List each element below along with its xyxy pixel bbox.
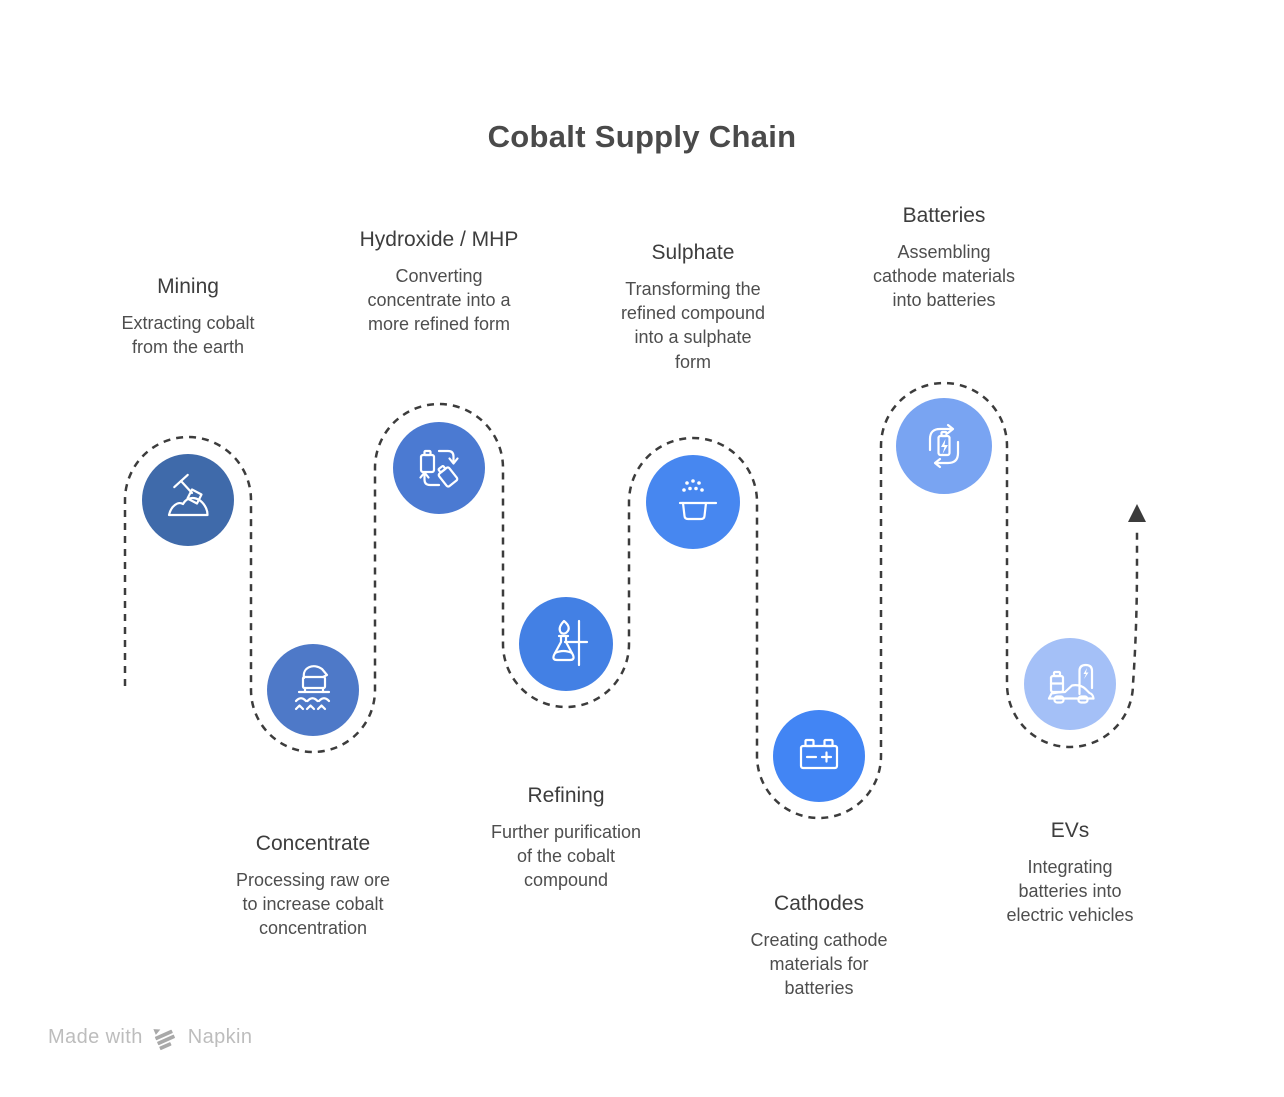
node-description: Processing raw ore to increase cobalt co… — [235, 870, 391, 939]
node-title: Hydroxide / MHP — [359, 228, 519, 251]
battery-conversion-icon — [419, 449, 459, 488]
node-title: EVs — [1050, 819, 1090, 842]
node-description: Further purification of the cobalt compo… — [490, 822, 642, 891]
node-title: Cathodes — [774, 892, 864, 915]
napkin-brand-label: Napkin — [187, 1026, 253, 1048]
node-circle — [267, 644, 359, 736]
node-evs — [1024, 638, 1116, 730]
node-mining — [142, 454, 234, 546]
label-sulphate: Sulphate Transforming the refined compou… — [583, 240, 803, 374]
diagram-title: Cobalt Supply Chain — [487, 118, 797, 154]
made-with-label: Made with — [48, 1026, 143, 1048]
node-description: Extracting cobalt from the earth — [121, 313, 255, 358]
node-cathodes — [773, 710, 865, 802]
node-description: Transforming the refined compound into a… — [620, 279, 766, 372]
powder-pan-icon — [678, 479, 718, 521]
node-batteries — [896, 398, 992, 494]
node-description: Creating cathode materials for batteries — [750, 930, 888, 999]
flow-arrowhead-icon — [1128, 504, 1146, 522]
flow-path — [123, 381, 1139, 820]
node-circle — [1024, 638, 1116, 730]
label-hydroxide: Hydroxide / MHP Converting concentrate i… — [329, 227, 549, 337]
label-concentrate: Concentrate Processing raw ore to increa… — [203, 831, 423, 941]
battery-cycle-icon — [928, 423, 960, 469]
ev-charging-icon — [1047, 663, 1095, 704]
node-title: Refining — [527, 784, 605, 807]
node-concentrate — [267, 644, 359, 736]
node-sulphate — [646, 455, 740, 549]
node-refining — [519, 597, 613, 691]
label-refining: Refining Further purification of the cob… — [456, 783, 676, 893]
label-mining: Mining Extracting cobalt from the earth — [78, 274, 298, 359]
shovel-mound-icon — [167, 473, 209, 517]
node-description: Assembling cathode materials into batter… — [872, 242, 1016, 311]
node-circle — [773, 710, 865, 802]
node-title: Sulphate — [651, 241, 735, 264]
label-batteries: Batteries Assembling cathode materials i… — [834, 203, 1054, 313]
node-hydroxide — [393, 422, 485, 514]
label-cathodes: Cathodes Creating cathode materials for … — [709, 891, 929, 1001]
napkin-logo-icon — [153, 1029, 175, 1051]
node-title: Mining — [157, 275, 219, 298]
node-title: Batteries — [902, 204, 986, 227]
node-description: Converting concentrate into a more refin… — [367, 266, 511, 335]
node-title: Concentrate — [255, 832, 371, 855]
label-evs: EVs Integrating batteries into electric … — [960, 818, 1180, 928]
lab-flask-burner-icon — [552, 619, 589, 667]
node-description: Integrating batteries into electric vehi… — [1006, 857, 1134, 926]
footer: Made with Napkin — [48, 1024, 252, 1051]
ore-processing-machine-icon — [294, 665, 331, 711]
car-battery-icon — [799, 738, 839, 770]
